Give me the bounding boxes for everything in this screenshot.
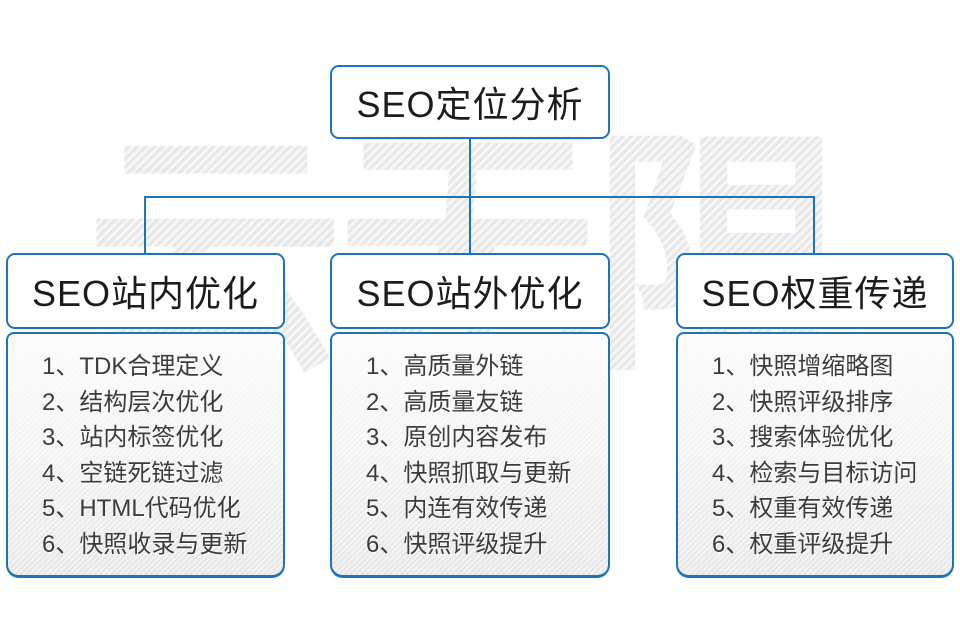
column-list-offsite: 1、高质量外链 2、高质量友链 3、原创内容发布 4、快照抓取与更新 5、内连有… [330, 332, 610, 578]
list-item: 2、快照评级排序 [712, 388, 894, 416]
column-header-offsite: SEO站外优化 [330, 253, 610, 329]
list-item: 6、快照评级提升 [366, 530, 548, 558]
connector-branch-left [144, 196, 146, 254]
list-item: 2、结构层次优化 [42, 388, 224, 416]
list-item: 1、TDK合理定义 [42, 353, 224, 380]
list-item: 1、快照增缩略图 [712, 353, 894, 380]
list-item: 6、权重评级提升 [712, 530, 894, 558]
list-item: 3、原创内容发布 [366, 424, 548, 451]
root-node-label: SEO定位分析 [356, 84, 584, 125]
column-header-label: SEO站外优化 [356, 273, 584, 314]
list-item: 5、内连有效传递 [366, 495, 548, 522]
connector-branch-right [813, 196, 815, 254]
column-header-weight: SEO权重传递 [676, 253, 954, 329]
list-item: 4、空链死链过滤 [42, 459, 224, 487]
column-header-label: SEO站内优化 [31, 273, 260, 314]
list-item: 5、权重有效传递 [712, 495, 894, 522]
column-list-weight: 1、快照增缩略图 2、快照评级排序 3、搜索体验优化 4、检索与目标访问 5、权… [676, 332, 954, 578]
list-item: 5、HTML代码优化 [42, 495, 241, 522]
list-item: 4、检索与目标访问 [712, 459, 918, 487]
column-header-onsite: SEO站内优化 [6, 253, 285, 329]
column-header-label: SEO权重传递 [701, 273, 929, 314]
list-item: 3、搜索体验优化 [712, 424, 894, 451]
list-item: 1、高质量外链 [366, 353, 524, 380]
list-item: 2、高质量友链 [366, 388, 524, 416]
list-item: 6、快照收录与更新 [42, 530, 248, 558]
list-item: 4、快照抓取与更新 [366, 459, 572, 487]
list-item: 3、站内标签优化 [42, 424, 224, 451]
connector-horizontal-bar [144, 196, 815, 198]
column-list-onsite: 1、TDK合理定义 2、结构层次优化 3、站内标签优化 4、空链死链过滤 5、H… [6, 332, 285, 578]
connector-branch-middle [469, 196, 471, 254]
root-node-box: SEO定位分析 [330, 65, 610, 139]
connector-root-stem [469, 138, 471, 198]
